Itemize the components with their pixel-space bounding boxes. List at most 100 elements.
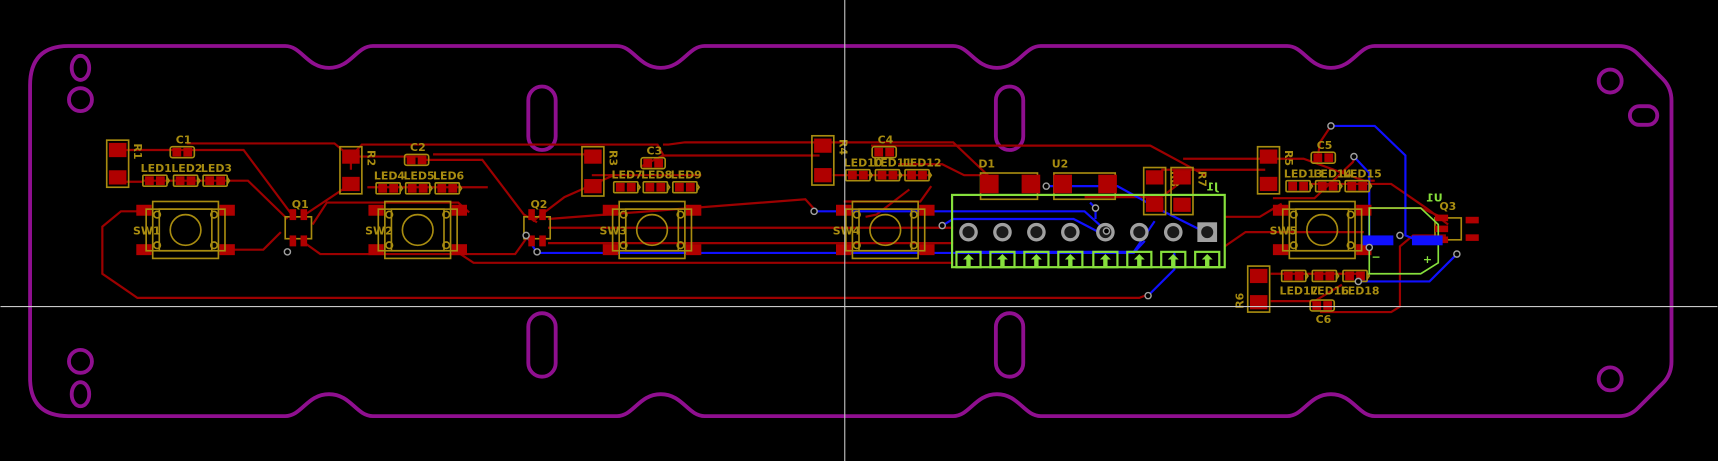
resistor-pad — [814, 138, 832, 153]
led-pad — [859, 170, 868, 180]
silkscreen-outline — [1246, 265, 1271, 313]
silkscreen-outline — [390, 208, 445, 252]
silkscreen-outline — [852, 210, 861, 219]
capacitor-pad — [874, 147, 884, 157]
switch-pad — [451, 204, 467, 216]
mounting-hole — [1596, 67, 1624, 95]
designator-r5: R5 — [1282, 150, 1295, 166]
pin-drill — [1133, 226, 1146, 239]
led-pad — [675, 182, 684, 192]
via — [1365, 243, 1374, 252]
smd-pad — [300, 235, 308, 247]
mounting-hole — [526, 311, 558, 379]
smd-pad — [300, 209, 308, 221]
led-pad — [1283, 271, 1293, 281]
designator-led17: LED17 — [1279, 285, 1318, 298]
led-pad — [156, 176, 165, 186]
arrow-up-icon — [1167, 254, 1179, 267]
via — [938, 221, 946, 230]
designator-led2: LED2 — [171, 162, 202, 175]
transistor-body — [523, 215, 552, 240]
switch-button — [401, 213, 434, 247]
silkscreen-outline — [442, 241, 451, 250]
switch-pad — [1356, 204, 1372, 216]
silkscreen-outline — [1344, 179, 1371, 193]
via — [1350, 152, 1358, 161]
designator-c4: C4 — [878, 133, 894, 146]
pin-marker — [955, 250, 982, 269]
designator-led3: LED3 — [201, 162, 232, 175]
top-trace — [871, 144, 1206, 177]
silkscreen-outline — [1295, 208, 1350, 252]
switch-body — [618, 200, 686, 260]
capacitor-pad — [885, 147, 895, 157]
led-pad — [1294, 271, 1304, 281]
switch-pad — [136, 204, 152, 216]
led-pad — [907, 170, 916, 180]
led-pad — [437, 183, 447, 193]
silkscreen-outline — [339, 145, 363, 195]
switch-pad — [919, 204, 935, 216]
capacitor-pad — [1313, 153, 1323, 163]
silkscreen-outline — [1339, 182, 1343, 190]
led-pad — [205, 176, 215, 186]
led-pad — [848, 170, 857, 180]
switch-pad — [219, 204, 235, 216]
bottom-trace — [1358, 253, 1458, 283]
mounting-hole — [1596, 365, 1624, 393]
battery-holder-u1 — [1368, 207, 1440, 275]
designator-led6: LED6 — [433, 170, 465, 183]
switch-body — [1288, 200, 1356, 260]
silkscreen-outline — [404, 182, 431, 195]
silkscreen-outline — [858, 208, 913, 252]
bottom-trace — [814, 210, 1108, 232]
switch-body — [151, 200, 220, 260]
resistor-pad — [1173, 197, 1191, 212]
resistor-pad — [342, 176, 360, 192]
designator-sw3: SW3 — [599, 224, 627, 237]
capacitor-pad — [643, 158, 653, 168]
transistor-body — [284, 215, 313, 240]
switch-pad — [685, 244, 702, 256]
capacitor-pad — [654, 158, 663, 168]
mounting-hole — [993, 311, 1026, 379]
arrow-up-icon — [1030, 254, 1042, 267]
silkscreen-outline — [169, 145, 196, 159]
designator-c3: C3 — [647, 144, 663, 157]
silkscreen-outline — [1285, 179, 1311, 193]
switch-body — [384, 200, 452, 260]
designator-led13: LED13 — [1284, 167, 1323, 180]
led-pad — [1356, 271, 1365, 281]
silkscreen-outline — [696, 183, 701, 191]
designator-led12: LED12 — [903, 156, 942, 169]
silkscreen-outline — [403, 153, 430, 167]
silkscreen-outline — [385, 210, 394, 219]
silkscreen-outline — [640, 156, 667, 170]
top-trace — [662, 141, 998, 185]
pin-drill — [1167, 226, 1180, 239]
switch-pad — [451, 244, 467, 256]
silkscreen-outline — [666, 183, 671, 191]
designator-led15: LED15 — [1343, 167, 1382, 180]
led-pad — [656, 182, 666, 192]
pin-marker — [989, 250, 1016, 269]
led-pad — [418, 183, 428, 193]
mounting-hole — [67, 347, 94, 375]
designator-led8: LED8 — [641, 168, 672, 181]
silkscreen-outline — [676, 241, 685, 250]
switch-pad — [836, 204, 852, 216]
resistor-pad — [342, 149, 360, 164]
led-pad — [1345, 271, 1354, 281]
smd-pad — [1434, 214, 1449, 222]
designator-r6: R6 — [1233, 292, 1246, 308]
mounting-hole — [69, 380, 92, 409]
designator-led10: LED10 — [844, 156, 883, 169]
via — [1102, 227, 1111, 235]
resistor-pad — [1145, 197, 1164, 212]
silkscreen-outline — [142, 174, 168, 187]
smd-pad — [1465, 216, 1479, 224]
silkscreen-outline — [375, 182, 402, 195]
silkscreen-outline — [429, 184, 433, 193]
